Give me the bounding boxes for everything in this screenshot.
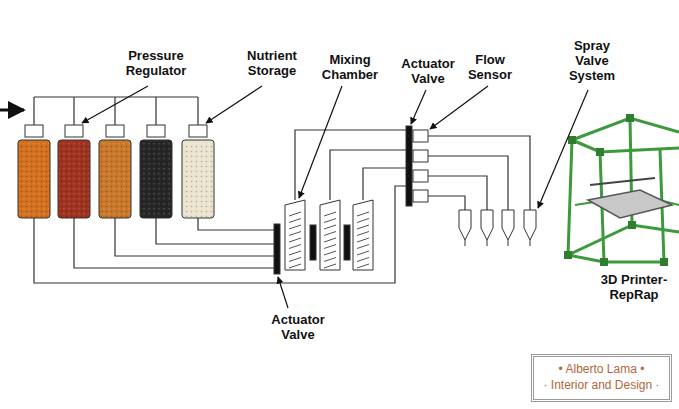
mixing-chamber-label: Mixing Chamber: [317, 52, 383, 82]
actuator-valve-label: Actuator Valve: [397, 56, 459, 86]
tubing: [0, 97, 530, 283]
coil-stroke: [324, 264, 336, 268]
coil-stroke: [289, 232, 301, 236]
printer-label: 3D Printer- RepRap: [595, 272, 673, 302]
watermark-box: • Alberto Lama •· Interior and Design ·: [531, 354, 672, 402]
coil-stroke: [289, 225, 301, 229]
coil-stroke: [324, 232, 336, 236]
coil-stroke: [324, 245, 336, 249]
flow-sensor-label: Flow Sensor: [465, 52, 515, 82]
coil-stroke: [357, 251, 369, 255]
leader-arrows: [82, 86, 588, 308]
watermark-text: · Interior and Design ·: [542, 377, 661, 393]
coil-stroke: [357, 264, 369, 268]
coil-stroke: [324, 251, 336, 255]
coil-stroke: [289, 238, 301, 242]
actuator-valve-label: Actuator Valve: [267, 312, 329, 342]
coil-stroke: [324, 238, 336, 242]
coil-stroke: [357, 232, 369, 236]
coil-stroke: [289, 212, 301, 216]
coil-stroke: [357, 225, 369, 229]
watermark-text: • Alberto Lama •: [542, 361, 661, 377]
spray-valve-label: Spray Valve System: [563, 38, 621, 83]
pressure-regulator-label: Pressure Regulator: [118, 48, 194, 78]
coil-stroke: [289, 251, 301, 255]
coil-stroke: [289, 219, 301, 223]
reprap-printer: [564, 114, 679, 266]
coil-stroke: [289, 258, 301, 262]
coil-stroke: [289, 245, 301, 249]
nutrient-storage-label: Nutrient Storage: [237, 48, 307, 78]
mixing-chambers: [274, 200, 373, 274]
nutrient-vials: [18, 125, 214, 218]
coil-stroke: [289, 264, 301, 268]
coil-stroke: [357, 238, 369, 242]
coil-stroke: [324, 258, 336, 262]
actuator-valve-and-sensors: [406, 126, 428, 206]
spray-nozzles: [459, 210, 536, 246]
coil-stroke: [324, 212, 336, 216]
coil-stroke: [324, 219, 336, 223]
coil-stroke: [357, 219, 369, 223]
coil-stroke: [357, 258, 369, 262]
coil-stroke: [357, 245, 369, 249]
coil-stroke: [357, 212, 369, 216]
coil-stroke: [324, 225, 336, 229]
